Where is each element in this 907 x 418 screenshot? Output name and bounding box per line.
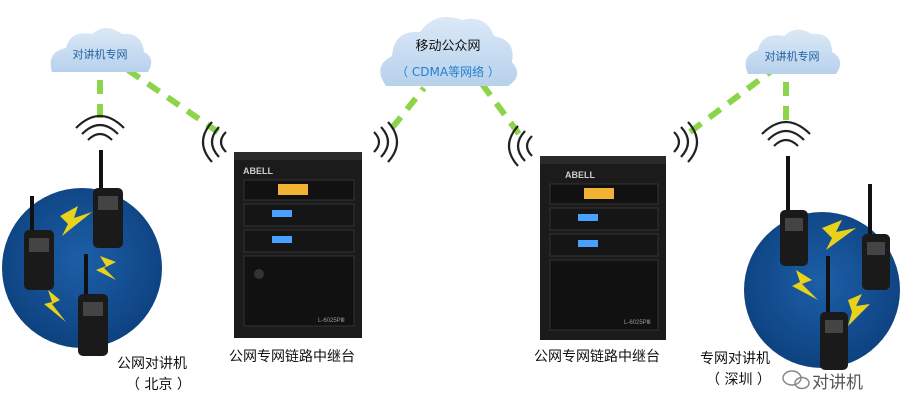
cloud-left bbox=[50, 28, 152, 72]
cloud-left-label: 对讲机专网 bbox=[73, 47, 128, 61]
radio-group-shenzhen bbox=[744, 156, 900, 370]
right-group-location: （ 深圳 ） bbox=[706, 372, 771, 388]
left-group-location: （ 北京 ） bbox=[126, 377, 191, 393]
wechat-icon bbox=[782, 370, 810, 390]
radio-handset-icon bbox=[24, 196, 54, 290]
lightning-icon bbox=[96, 256, 116, 280]
wifi-icon-repeater-right-b bbox=[673, 121, 699, 163]
lightning-icon bbox=[792, 270, 818, 300]
repeater-model: L-6025PⅢ bbox=[318, 318, 345, 324]
repeater-brand: ABELL bbox=[243, 166, 273, 176]
watermark-text: 对讲机 bbox=[812, 373, 863, 393]
repeater-right: ABELL L-6025PⅢ bbox=[540, 156, 666, 340]
cloud-right-label: 对讲机专网 bbox=[765, 49, 820, 63]
radio-group-beijing bbox=[2, 150, 162, 356]
repeater-brand: ABELL bbox=[565, 170, 595, 180]
repeater-left-label: 公网专网链路中继台 bbox=[229, 349, 355, 365]
cloud-right bbox=[745, 29, 841, 74]
wifi-icon-repeater-right-a bbox=[507, 125, 533, 167]
wifi-icon-repeater-left-b bbox=[373, 121, 399, 163]
wifi-icon-repeater-left-a bbox=[201, 121, 227, 163]
left-group-label: 公网对讲机 bbox=[117, 356, 187, 372]
link-left-cloud-repeater bbox=[126, 67, 220, 135]
radio-handset-icon bbox=[78, 254, 108, 356]
cloud-center bbox=[380, 16, 518, 86]
lightning-icon bbox=[44, 290, 66, 322]
lightning-icon bbox=[60, 206, 92, 236]
radio-handset-icon bbox=[780, 156, 808, 266]
radio-handset-icon bbox=[862, 184, 890, 290]
repeater-right-label: 公网专网链路中继台 bbox=[534, 349, 660, 365]
right-group-label: 专网对讲机 bbox=[700, 351, 770, 367]
repeater-left: ABELL L-6025PⅢ bbox=[234, 152, 362, 338]
radio-handset-icon bbox=[820, 256, 848, 370]
cloud-center-subtitle: （ CDMA等网络 ） bbox=[396, 64, 500, 79]
wifi-icon-right-group bbox=[761, 120, 811, 147]
link-repeater-right-cloud bbox=[688, 69, 772, 135]
lightning-icon bbox=[822, 220, 856, 250]
cloud-center-title: 移动公众网 bbox=[415, 39, 480, 54]
lightning-icon bbox=[848, 294, 870, 326]
radio-handset-icon bbox=[93, 150, 123, 248]
wifi-icon-left-group bbox=[75, 114, 125, 141]
repeater-model: L-6025PⅢ bbox=[624, 320, 651, 326]
link-repeater-center-cloud bbox=[389, 86, 427, 130]
